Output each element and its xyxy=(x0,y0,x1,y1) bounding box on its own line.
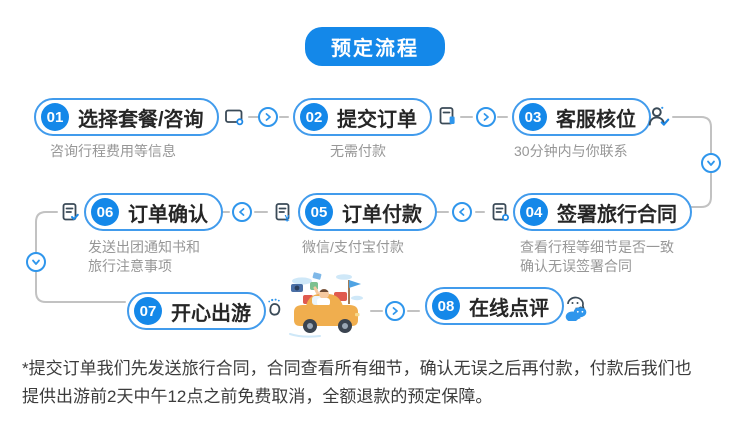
step-box-01: 01 选择套餐/咨询 xyxy=(34,98,219,136)
page-title: 预定流程 xyxy=(305,27,445,66)
step-desc-03: 30分钟内与你联系 xyxy=(514,143,628,159)
step-label: 开心出游 xyxy=(171,302,251,325)
step-box-04: 04 签署旅行合同 xyxy=(513,193,692,231)
arrow-left-icon xyxy=(232,202,252,222)
agent-check-icon xyxy=(648,106,670,126)
chat-window-icon xyxy=(225,109,244,126)
step-box-02: 02 提交订单 xyxy=(293,98,432,136)
step-desc-06-line1: 发送出团通知书和 xyxy=(88,239,200,255)
arrow-down-icon xyxy=(26,252,46,272)
step-number-badge: 01 xyxy=(41,103,69,131)
arrow-left-icon xyxy=(452,202,472,222)
step-box-03: 03 客服核位 xyxy=(512,98,651,136)
step-label: 客服核位 xyxy=(556,108,636,131)
arrow-down-icon xyxy=(701,153,721,173)
step-number-badge: 03 xyxy=(519,103,547,131)
step-desc-01: 咨询行程费用等信息 xyxy=(50,143,176,159)
step-desc-06-line2: 旅行注意事项 xyxy=(88,258,172,274)
step-box-07: 07 开心出游 xyxy=(127,292,266,330)
step-label: 订单付款 xyxy=(342,203,422,226)
footprint-icon xyxy=(268,298,281,316)
step-number-badge: 05 xyxy=(305,198,333,226)
step-desc-05: 微信/支付宝付款 xyxy=(302,239,404,255)
travel-car-illustration xyxy=(289,272,363,338)
step-number-badge: 02 xyxy=(300,103,328,131)
arrow-right-icon xyxy=(476,107,496,127)
step-desc-04-line2: 确认无误签署合同 xyxy=(520,258,632,274)
order-doc-icon xyxy=(439,107,455,125)
step-label: 提交订单 xyxy=(337,108,417,131)
step-label: 选择套餐/咨询 xyxy=(78,108,204,131)
step-number-badge: 07 xyxy=(134,297,162,325)
step-number-badge: 04 xyxy=(520,198,548,226)
step-label: 签署旅行合同 xyxy=(557,203,677,226)
step-box-06: 06 订单确认 xyxy=(84,193,223,231)
confirm-doc-icon xyxy=(62,203,79,221)
note-line-2: 提供出游前2天中午12点之前免费取消，全额退款的预定保障。 xyxy=(22,387,493,406)
payment-doc-icon: ¥ xyxy=(275,203,290,224)
chat-review-icon xyxy=(565,296,587,321)
svg-text:¥: ¥ xyxy=(285,214,290,224)
step-number-badge: 06 xyxy=(91,198,119,226)
step-label: 在线点评 xyxy=(469,297,549,320)
step-label: 订单确认 xyxy=(128,203,208,226)
note-line-1: *提交订单我们先发送旅行合同，合同查看所有细节，确认无误之后再付款，付款后我们也 xyxy=(22,359,692,378)
step-box-05: 05 订单付款 xyxy=(298,193,437,231)
arrow-right-icon xyxy=(258,107,278,127)
contract-doc-icon xyxy=(492,203,509,221)
arrow-right-icon xyxy=(385,301,405,321)
booking-guarantee-note: *提交订单我们先发送旅行合同，合同查看所有细节，确认无误之后再付款，付款后我们也… xyxy=(22,355,734,411)
step-number-badge: 08 xyxy=(432,292,460,320)
step-desc-02: 无需付款 xyxy=(330,143,386,159)
step-box-08: 08 在线点评 xyxy=(425,287,564,325)
step-desc-04-line1: 查看行程等细节是否一致 xyxy=(520,239,674,255)
